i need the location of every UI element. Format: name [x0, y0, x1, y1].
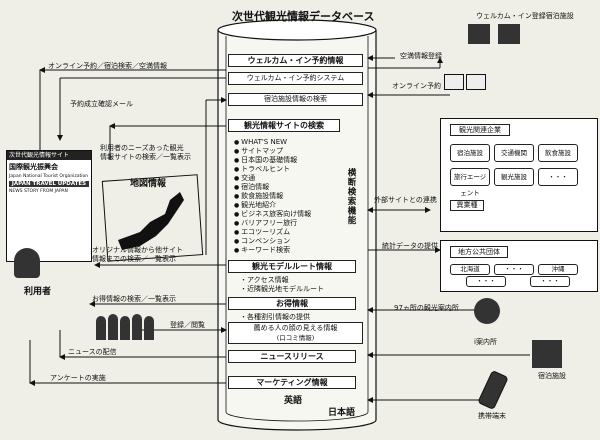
screen-org-en: Japan National Tourist Organization — [9, 174, 89, 179]
access-info-label: ・アクセス情報 — [240, 276, 289, 284]
local-gov-title: 地方公共団体 — [450, 246, 508, 258]
online-reserve-label-right: オンライン予約 — [392, 82, 441, 90]
tourism-item: 観光地紹介 — [234, 201, 311, 210]
database-title: 次世代観光情報データベース — [232, 10, 375, 23]
needs-search-label-2: 情報サイトの検索／一覧表示 — [100, 153, 191, 161]
welcome-inn-system-box: ウェルカム・イン予約システム — [228, 72, 363, 85]
cross-search-label: 横断検索機能 — [346, 168, 356, 225]
local-gov-box: 沖縄 — [538, 264, 578, 275]
news-release-box: ニュースリリース — [228, 350, 356, 363]
tourism-item: バリアフリー旅行 — [234, 219, 311, 228]
info-centers-label: 97ヵ所の観光案内所 — [394, 304, 459, 312]
screen-banner-2: NEWS STORY FROM JAPAN — [9, 189, 68, 194]
computer-icon — [444, 74, 488, 96]
company-box: 観光施設 — [494, 168, 534, 186]
other-industries-label: 異業種 — [450, 200, 484, 211]
map-info-label: 地図情報 — [130, 179, 167, 189]
vacancy-register-label: 空満情報登録 — [400, 52, 442, 60]
external-link-label: 外部サイトとの連携 — [374, 196, 437, 204]
model-route-box: 観光モデルルート情報 — [228, 260, 356, 273]
user-person-icon — [14, 248, 40, 278]
tourism-item: エコツーリズム — [234, 228, 311, 237]
face-info-box: 薦める人の顔の見える情報 (口コミ情報) — [228, 322, 363, 344]
discount-offer-label: ・各種割引情報の提供 — [240, 313, 310, 321]
tourism-site-search-box: 観光情報サイトの検索 — [228, 119, 340, 132]
original-info-label-1: オリジナル情報から他サイト — [92, 246, 183, 254]
i-center-label: i案内所 — [474, 338, 497, 346]
needs-search-label-1: 利用者のニーズあった観光 — [100, 144, 184, 152]
local-gov-box: ・・・ — [466, 276, 506, 287]
welcome-facility-icon-2 — [498, 24, 520, 44]
news-delivery-label: ニュースの配信 — [68, 348, 117, 356]
tourism-item-list: WHAT'S NEWサイトマップ日本国の基礎情報トラベルヒント交通宿泊情報飲食施… — [234, 138, 311, 255]
deals-search-label: お得情報の検索／一覧表示 — [92, 295, 176, 303]
local-gov-box: 北海道 — [450, 264, 490, 275]
tourism-item: キーワード検索 — [234, 246, 311, 255]
companies-title: 観光関連企業 — [450, 124, 510, 136]
face-info-sub-label: (口コミ情報) — [276, 334, 315, 342]
site-screen-mock: 次世代観光情報サイト 国際観光振興会 Japan National Touris… — [6, 150, 92, 262]
welcome-facility-icon — [468, 24, 490, 44]
japanese-label: 日本語 — [328, 408, 356, 418]
confirm-mail-label: 予約成立確認メール — [70, 100, 133, 108]
lodging-icon — [532, 340, 562, 368]
tourism-item: サイトマップ — [234, 147, 311, 156]
lodging-label: 宿泊施設 — [538, 372, 566, 380]
tourism-item: コンベンション — [234, 237, 311, 246]
local-gov-box: ・・・ — [494, 264, 534, 275]
screen-banner-1: JAPAN TRAVEL UPDATES — [9, 181, 89, 187]
japan-map — [118, 192, 184, 250]
company-box: 交通機関 — [494, 144, 534, 162]
welcome-inn-info-box: ウェルカム・イン予約情報 — [228, 54, 363, 67]
online-reserve-label-left: オンライン予約／宿泊検索／空満情報 — [48, 62, 167, 70]
tourism-item: 日本国の基礎情報 — [234, 156, 311, 165]
welcome-facility-label: ウェルカム・イン登録宿泊施設 — [476, 12, 574, 20]
company-box: 宿泊施設 — [450, 144, 490, 162]
company-box: 飲食施設 — [538, 144, 578, 162]
mobile-label: 携帯端末 — [478, 412, 506, 420]
tourism-item: 宿泊情報 — [234, 183, 311, 192]
crowd-icon — [96, 312, 162, 340]
face-info-label: 薦める人の顔の見える情報 — [253, 324, 338, 332]
company-box: 旅行エージェント — [450, 168, 490, 197]
lodging-search-box: 宿泊施設情報の検索 — [228, 93, 363, 106]
tourism-item: 交通 — [234, 174, 311, 183]
marketing-box: マーケティング情報 — [228, 376, 356, 389]
local-gov-box: ・・・ — [530, 276, 570, 287]
deals-box: お得情報 — [228, 297, 356, 310]
tourism-item: 飲食施設情報 — [234, 192, 311, 201]
nearby-route-label: ・近隣観光地モデルルート — [240, 285, 324, 293]
english-label: 英語 — [284, 396, 303, 406]
screen-header: 次世代観光情報サイト — [7, 151, 91, 160]
tourism-item: トラベルヒント — [234, 165, 311, 174]
tourism-item: ビジネス旅客向け情報 — [234, 210, 311, 219]
tourism-item: WHAT'S NEW — [234, 138, 311, 147]
info-center-icon — [474, 298, 500, 324]
stats-label: 統計データの提供 — [382, 242, 438, 250]
register-label: 登録／閲覧 — [170, 321, 205, 329]
user-label: 利用者 — [24, 287, 52, 297]
screen-org: 国際観光振興会 — [9, 163, 58, 171]
survey-label: アンケートの実施 — [50, 374, 106, 382]
original-info-label-2: 情報までの検索／一覧表示 — [92, 255, 176, 263]
company-box: ・・・ — [538, 168, 578, 186]
